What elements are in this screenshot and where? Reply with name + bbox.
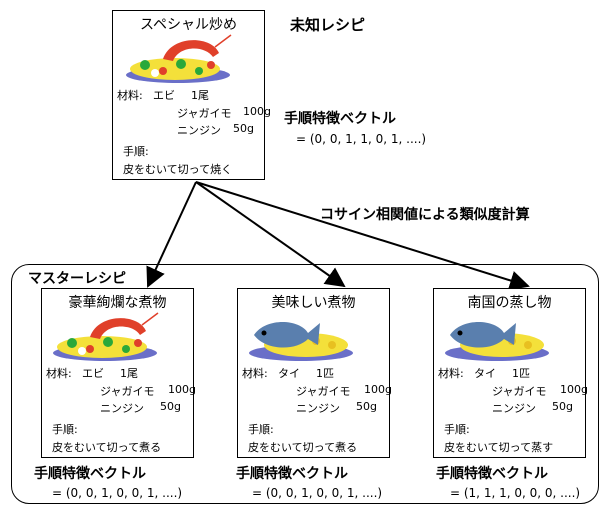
master-recipes-frame [11,264,599,504]
steps-label: 手順: [52,423,78,436]
ingredient-qty: 50g [356,400,377,413]
recipe-vector-value: = (0, 0, 1, 0, 0, 1, ....) [52,486,183,500]
similarity-label: コサイン相関値による類似度計算 [320,207,530,223]
steps-label: 手順: [248,423,274,436]
ingredient-name: ジャガイモ [492,385,547,398]
ingredients-label: 材料: [438,367,464,380]
recipe-vector-label: 手順特徴ベクトル [436,466,548,482]
ingredient-name: タイ [278,367,300,380]
ingredient-qty: 1匹 [512,367,530,380]
steps-text: 皮をむいて切って煮る [52,441,162,454]
unknown-vector-value: = (0, 0, 1, 1, 0, 1, ....) [296,132,427,146]
unknown-recipe-card: スペシャル炒め 材料: エビ 1尾 ジャガイモ 100g ニンジン 50g 手順… [112,10,271,180]
ingredient-name: ジャガイモ [100,385,155,398]
ingredient-qty: 100g [364,383,392,396]
master-recipe-card: 美味しい煮物 材料: タイ 1匹 ジャガイモ 100g ニンジン 50g 手順:… [237,288,392,458]
steps-text: 皮をむいて切って蒸す [444,441,554,454]
ingredient-name: エビ [82,367,104,380]
ingredient-qty: 1尾 [191,89,209,102]
ingredient-qty: 100g [560,383,588,396]
fish-dish-illustration [249,322,353,361]
ingredients-label: 材料: [242,367,268,380]
ingredient-name: ニンジン [492,402,536,415]
ingredient-qty: 1尾 [120,367,138,380]
ingredient-name: ジャガイモ [296,385,351,398]
ingredient-name: タイ [474,367,496,380]
unknown-recipe-heading: 未知レシピ [290,16,366,34]
arrow-to-recipe-1 [146,181,197,288]
recipe-vector-label: 手順特徴ベクトル [236,466,348,482]
ingredient-name: ジャガイモ [177,107,232,120]
ingredient-name: ニンジン [296,402,340,415]
ingredient-qty: 50g [160,400,181,413]
recipe-vector-value: = (0, 0, 1, 0, 0, 1, ....) [252,486,383,500]
ingredient-qty: 50g [552,400,573,413]
ingredients-label: 材料: [46,367,72,380]
ingredient-name: ニンジン [177,124,221,137]
unknown-vector-label: 手順特徴ベクトル [284,111,396,127]
ingredient-name: ニンジン [100,402,144,415]
recipe-vector-label: 手順特徴ベクトル [34,466,146,482]
recipe-title: 美味しい煮物 [271,295,356,311]
ingredients-label: 材料: [117,89,143,102]
recipe-title: スペシャル炒め [139,17,238,33]
steps-label: 手順: [123,145,149,158]
recipe-vector-value: = (1, 1, 1, 0, 0, 0, ....) [450,486,581,500]
master-recipes-heading: マスターレシピ [28,271,126,287]
steps-text: 皮をむいて切って焼く [123,163,233,176]
shrimp-stirfry-illustration [126,34,232,83]
ingredient-qty: 50g [233,122,254,135]
ingredient-name: エビ [153,89,175,102]
steps-label: 手順: [444,423,470,436]
ingredient-qty: 100g [243,105,271,118]
recipe-title: 南国の蒸し物 [467,295,552,311]
master-recipe-card: 豪華絢爛な煮物 材料: エビ 1尾 ジャガイモ 100g ニンジン 50g 手順… [41,288,196,458]
ingredient-qty: 1匹 [316,367,334,380]
ingredient-qty: 100g [168,383,196,396]
fish-dish-illustration [445,322,549,361]
arrow-to-recipe-2 [195,181,346,288]
shrimp-dish-illustration [53,312,159,361]
recipe-title: 豪華絢爛な煮物 [68,295,167,311]
master-recipe-card: 南国の蒸し物 材料: タイ 1匹 ジャガイモ 100g ニンジン 50g 手順:… [433,288,588,458]
arrow-to-recipe-3 [195,181,530,291]
steps-text: 皮をむいて切って煮る [248,441,358,454]
